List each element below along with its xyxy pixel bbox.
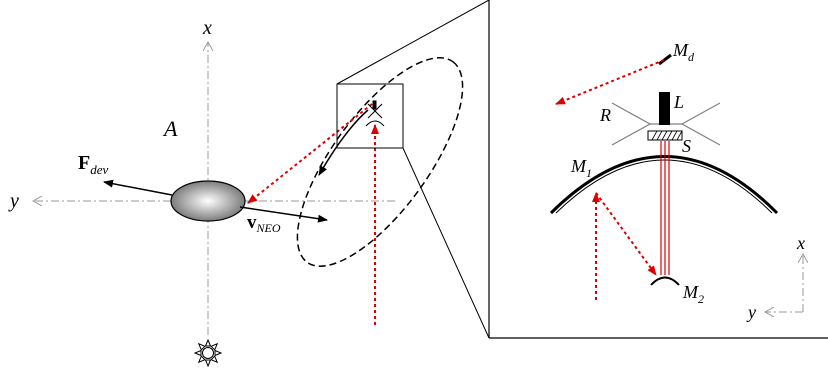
- asteroid: [170, 180, 246, 222]
- sun-icon: [193, 338, 223, 368]
- zoom-line-bottom: [402, 147, 490, 339]
- output-ray-from-md: [555, 59, 665, 105]
- force-vector: [103, 179, 173, 196]
- velocity-vector: [239, 206, 328, 223]
- zoom-line-top: [336, 0, 490, 85]
- mirror-md-label: Md: [672, 40, 695, 64]
- lens: [659, 92, 670, 125]
- x-axis-label: x: [202, 17, 212, 39]
- force-label: Fdev: [78, 152, 108, 177]
- ray-m1-to-m2: [595, 192, 657, 276]
- main-axes: x y: [8, 17, 395, 335]
- orbit-direction-arrow: [318, 109, 369, 176]
- steering-mirror-md: [658, 53, 672, 66]
- detail-x-label: x: [796, 233, 805, 253]
- support-label: S: [682, 136, 691, 156]
- radiator-label: R: [599, 105, 611, 125]
- detail-y-label: y: [746, 302, 756, 322]
- velocity-label: vNEO: [247, 212, 281, 235]
- lens-label: L: [673, 92, 684, 112]
- spacecraft-icon: [365, 100, 385, 127]
- zoom-box: [336, 83, 404, 149]
- concentrated-beam: [660, 141, 670, 275]
- secondary-mirror-m2: [650, 276, 680, 286]
- beam-to-asteroid: [247, 103, 373, 204]
- y-axis-label: y: [8, 190, 19, 212]
- mirror-m2-label: M2: [682, 282, 704, 306]
- asteroid-region-label: A: [162, 116, 178, 141]
- support-plate: [647, 130, 683, 141]
- mirror-m1-label: M1: [570, 156, 592, 180]
- detail-panel: Md L R S M1 M2 x y: [488, 0, 828, 339]
- spacecraft-orbit: [296, 57, 464, 267]
